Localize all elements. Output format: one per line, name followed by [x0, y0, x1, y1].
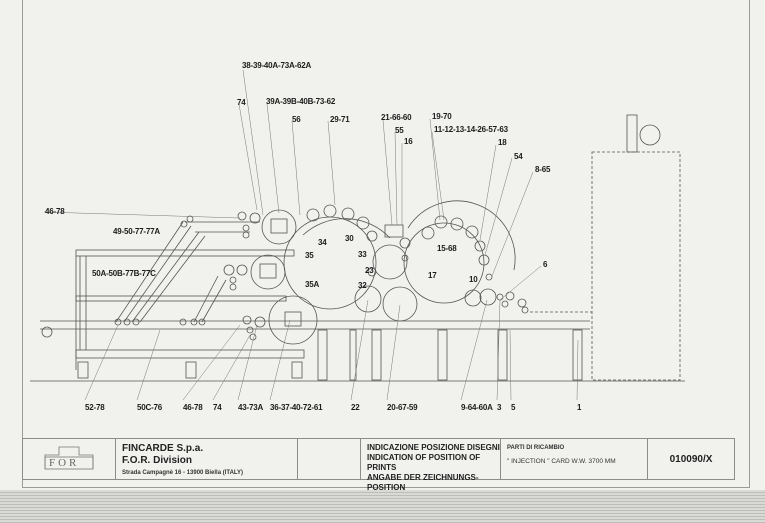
company-division: F.O.R. Division	[122, 455, 193, 466]
heading-italian: INDICAZIONE POSIZIONE DISEGNI	[367, 443, 500, 452]
callout-label: 33	[358, 250, 367, 259]
callout-label: 46-78	[45, 207, 65, 216]
parts-title: PARTI DI RICAMBIO	[507, 445, 565, 451]
callout-label: 35	[305, 251, 314, 260]
callout-label: 36-37-40-72-61	[270, 403, 323, 412]
drawing-number: 010090/X	[669, 453, 713, 465]
drawing-frame	[22, 0, 750, 488]
condenser-housing	[530, 114, 681, 381]
callout-label: 9-64-60A	[461, 403, 493, 412]
callout-label: 1	[577, 403, 582, 412]
callout-label: 30	[345, 234, 354, 243]
parts-description: " INJECTION " CARD W.W. 3700 MM	[507, 458, 616, 465]
callout-label: 23	[365, 266, 374, 275]
callout-label: 35A	[305, 280, 320, 289]
callout-label: 56	[292, 115, 301, 124]
title-block: FOR FINCARDE S.p.a. F.O.R. Division Stra…	[22, 438, 735, 492]
callout-label: 22	[351, 403, 360, 412]
callout-label: 21-66-60	[381, 113, 412, 122]
callout-label: 55	[395, 126, 404, 135]
card-cylinders	[283, 200, 529, 322]
feed-rolls	[223, 209, 318, 345]
company-info: FINCARDE S.p.a. F.O.R. Division Strada C…	[116, 439, 298, 479]
callout-label: 54	[514, 152, 523, 161]
callout-label: 34	[318, 238, 327, 247]
legs	[77, 329, 583, 381]
callout-label: 5	[511, 403, 516, 412]
company-logo: FOR	[23, 439, 116, 479]
callout-label: 32	[358, 281, 367, 290]
callout-label: 39A-39B-40B-73-62	[266, 97, 336, 106]
callout-label: 38-39-40A-73A-62A	[242, 61, 312, 70]
drawing-sheet	[0, 0, 765, 505]
callout-label: 50A-50B-77B-77C	[92, 269, 156, 278]
company-name: FINCARDE S.p.a.	[122, 443, 204, 454]
callout-label: 16	[404, 137, 413, 146]
callout-label: 15-68	[437, 244, 457, 253]
callout-label: 74	[237, 98, 246, 107]
callout-label: 74	[213, 403, 222, 412]
callout-label: 10	[469, 275, 478, 284]
callout-label: 52-78	[85, 403, 105, 412]
callout-label: 11-12-13-14-26-57-63	[434, 125, 508, 134]
callout-label: 3	[497, 403, 502, 412]
callout-label: 20-67-59	[387, 403, 418, 412]
callout-label: 17	[428, 271, 437, 280]
callout-label: 43-73A	[238, 403, 264, 412]
leader-lines	[43, 69, 579, 401]
drawing-heading: INDICAZIONE POSIZIONE DISEGNI INDICATION…	[361, 439, 501, 492]
callout-label: 46-78	[183, 403, 203, 412]
callout-label: 50C-76	[137, 403, 163, 412]
callout-label: 19-70	[432, 112, 452, 121]
inclined-conveyors	[114, 215, 260, 326]
callout-label: 18	[498, 138, 507, 147]
company-address: Strada Campagnè 16 - 13900 Biella (ITALY…	[122, 470, 244, 476]
paper-stack-edge	[0, 490, 765, 523]
callout-label: 8-65	[535, 165, 551, 174]
feeder-frame	[75, 249, 305, 370]
callout-label: 6	[543, 260, 548, 269]
callout-label: 29-71	[330, 115, 350, 124]
logo-text: FOR	[49, 457, 80, 469]
heading-german: ANGABE DER ZEICHNUNGS-POSITION	[367, 473, 479, 492]
blank-cell	[298, 439, 361, 479]
parts-info: PARTI DI RICAMBIO " INJECTION " CARD W.W…	[501, 439, 648, 479]
heading-english: INDICATION OF POSITION OF PRINTS	[367, 453, 481, 472]
callout-label: 49-50-77-77A	[113, 227, 160, 236]
